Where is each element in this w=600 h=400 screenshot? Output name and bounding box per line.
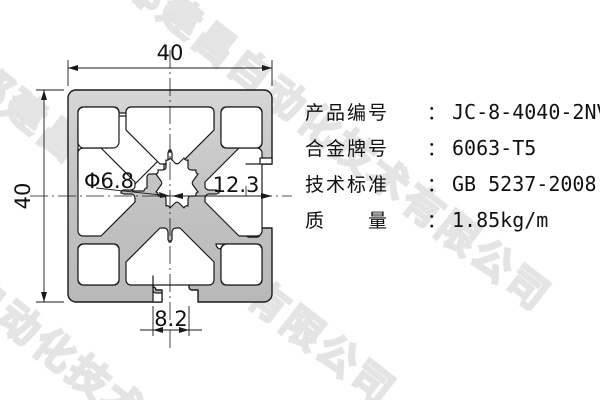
dim-width-label: 40 bbox=[157, 41, 184, 65]
spec-label-weight: 质 量 bbox=[305, 210, 390, 232]
spec-value-weight: 1.85kg/m bbox=[452, 208, 549, 232]
dimension-labels: 40 40 Φ6.8 12.3 8.2 bbox=[11, 41, 259, 331]
spec-colon: ： bbox=[427, 210, 447, 232]
spec-row-product-code: 产品编号 ： JC-8-4040-2NVS bbox=[305, 98, 600, 134]
spec-value-product-code: JC-8-4040-2NVS bbox=[452, 100, 600, 124]
spec-label-technical-standard: 技术标准 bbox=[305, 174, 390, 196]
dim-slot-opening-label: 8.2 bbox=[154, 307, 187, 331]
spec-row-alloy-grade: 合金牌号 ： 6063-T5 bbox=[305, 134, 600, 170]
profile-cross-section-drawing: 40 40 Φ6.8 12.3 8.2 bbox=[11, 41, 292, 348]
spec-value-technical-standard: GB 5237-2008 bbox=[452, 172, 597, 196]
specification-list: 产品编号 ： JC-8-4040-2NVS 合金牌号 ： 6063-T5 技术标… bbox=[305, 98, 600, 242]
dim-height-label: 40 bbox=[11, 183, 35, 210]
dim-bore-label: Φ6.8 bbox=[84, 169, 134, 193]
spec-row-technical-standard: 技术标准 ： GB 5237-2008 bbox=[305, 170, 600, 206]
dim-slot-depth-label: 12.3 bbox=[213, 173, 260, 197]
spec-colon: ： bbox=[427, 102, 447, 124]
spec-value-alloy-grade: 6063-T5 bbox=[452, 136, 537, 160]
spec-row-weight: 质 量 ： 1.85kg/m bbox=[305, 206, 600, 242]
dimension-lines bbox=[30, 50, 292, 348]
t-slot-bottom bbox=[152, 275, 163, 303]
spec-colon: ： bbox=[427, 138, 447, 160]
spec-label-alloy-grade: 合金牌号 bbox=[305, 138, 390, 160]
spec-colon: ： bbox=[427, 174, 447, 196]
t-slot-right bbox=[245, 157, 273, 165]
spec-label-product-code: 产品编号 bbox=[305, 102, 390, 124]
